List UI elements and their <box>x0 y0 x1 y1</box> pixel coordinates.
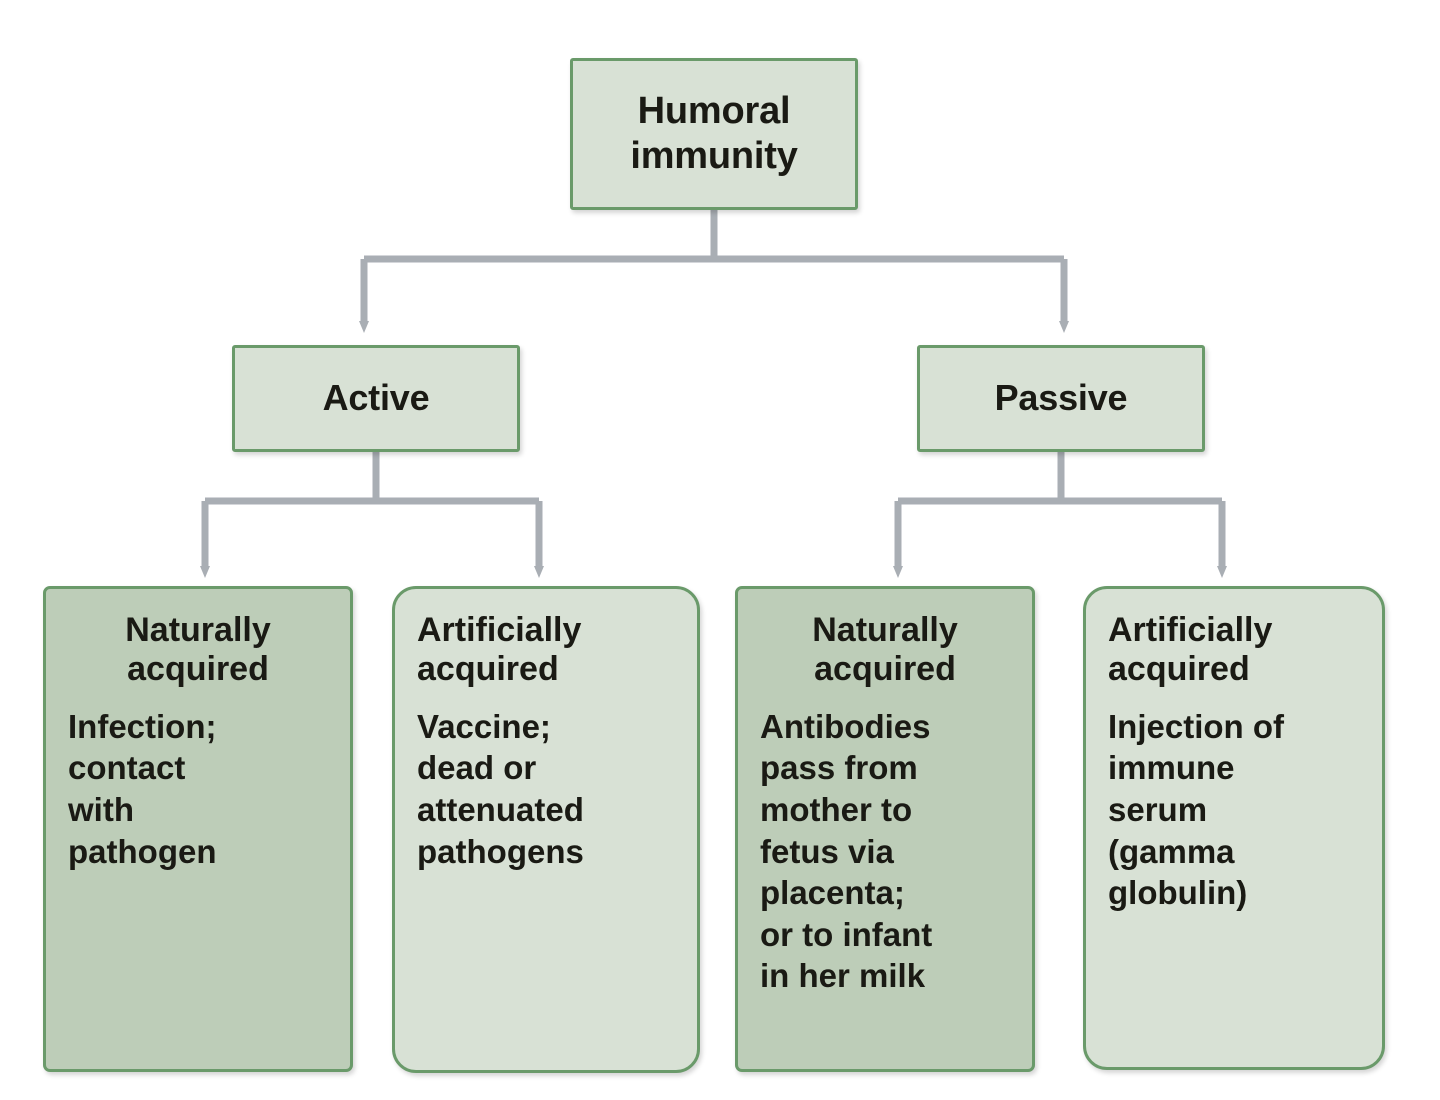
node-passive-artificially-acquired[interactable]: Artificially acquired Injection of immun… <box>1083 586 1385 1070</box>
node-active-naturally-acquired-heading: Naturally acquired <box>125 611 271 689</box>
node-passive-naturally-acquired-body: Antibodies pass from mother to fetus via… <box>760 707 933 995</box>
node-passive-artificially-acquired-heading: Artificially acquired <box>1108 611 1273 689</box>
connector-passive-to-leaves <box>893 452 1227 578</box>
node-active-artificially-acquired[interactable]: Artificially acquired Vaccine; dead or a… <box>392 586 700 1073</box>
node-active-naturally-acquired[interactable]: Naturally acquired Infection; contact wi… <box>43 586 353 1072</box>
node-passive-label: Passive <box>994 377 1128 419</box>
node-passive-artificially-acquired-body: Injection of immune serum (gamma globuli… <box>1108 707 1284 912</box>
node-active-naturally-acquired-body: Infection; contact with pathogen <box>68 707 217 870</box>
node-humoral-immunity[interactable]: Humoral immunity <box>570 58 858 210</box>
node-active[interactable]: Active <box>232 345 520 452</box>
node-active-label: Active <box>322 377 430 419</box>
node-passive[interactable]: Passive <box>917 345 1205 452</box>
node-passive-naturally-acquired[interactable]: Naturally acquired Antibodies pass from … <box>735 586 1035 1072</box>
node-humoral-immunity-label: Humoral immunity <box>630 90 798 177</box>
node-active-artificially-acquired-body: Vaccine; dead or attenuated pathogens <box>417 707 584 870</box>
connector-root-to-branches <box>359 210 1069 333</box>
node-active-artificially-acquired-heading: Artificially acquired <box>417 611 582 689</box>
connector-active-to-leaves <box>200 452 544 578</box>
node-passive-naturally-acquired-heading: Naturally acquired <box>812 611 958 689</box>
